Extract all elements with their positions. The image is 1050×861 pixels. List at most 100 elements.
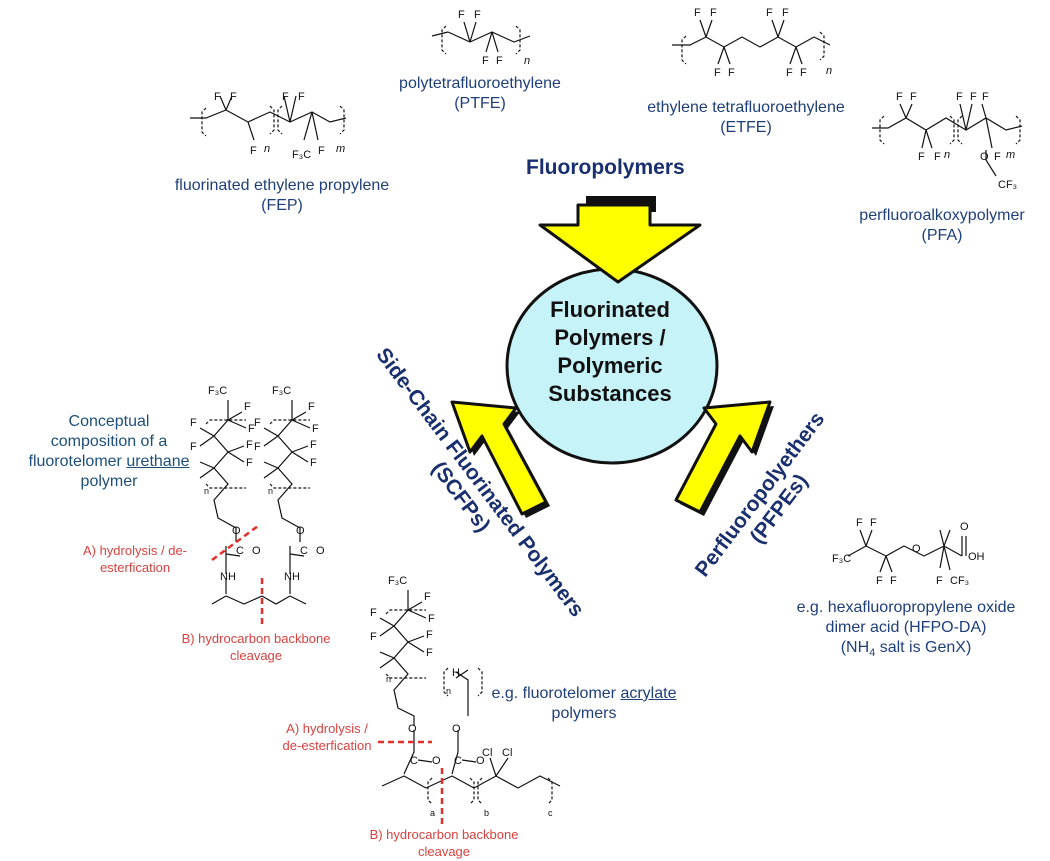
hfpo-da-caption: e.g. hexafluoropropylene oxide dimer aci… bbox=[776, 598, 1036, 663]
svg-text:F: F bbox=[310, 439, 317, 451]
svg-text:F: F bbox=[728, 67, 735, 79]
arrow-down-icon bbox=[538, 196, 702, 284]
svg-text:NH: NH bbox=[284, 571, 300, 583]
svg-text:F: F bbox=[312, 423, 319, 435]
svg-text:F: F bbox=[934, 151, 941, 163]
urethane-caption: Conceptual composition of a fluorotelome… bbox=[14, 412, 204, 492]
svg-text:F: F bbox=[246, 439, 253, 451]
center-label: Fluorinated Polymers / Polymeric Substan… bbox=[500, 296, 720, 408]
svg-text:O: O bbox=[452, 723, 461, 735]
svg-text:F: F bbox=[370, 607, 377, 619]
etfe-abbr: (ETFE) bbox=[720, 119, 772, 136]
pfa-caption: perfluoroalkoxypolymer (PFA) bbox=[842, 206, 1042, 246]
svg-text:F: F bbox=[190, 441, 197, 453]
fep-abbr: (FEP) bbox=[261, 197, 303, 214]
center-line-2: Polymers / bbox=[554, 325, 666, 350]
etfe-name: ethylene tetrafluoroethylene bbox=[647, 99, 845, 116]
hfpo-da-caption-genx: salt is GenX) bbox=[875, 639, 972, 656]
svg-text:c: c bbox=[548, 808, 553, 818]
svg-text:F: F bbox=[956, 91, 963, 103]
svg-text:F: F bbox=[318, 145, 325, 157]
svg-text:F: F bbox=[482, 55, 489, 67]
acrylate-backbone-line-2: cleavage bbox=[417, 844, 471, 859]
center-line-3: Polymeric bbox=[557, 353, 663, 378]
urethane-caption-line-3-prefix: fluorotelomer bbox=[28, 453, 127, 470]
svg-text:CF₃: CF₃ bbox=[950, 575, 969, 587]
acrylate-backbone-label: B) hydrocarbon backbone cleavage bbox=[354, 826, 534, 860]
svg-text:n: n bbox=[386, 674, 391, 684]
hfpo-da-caption-line-1: e.g. hexafluoropropylene oxide bbox=[796, 599, 1016, 616]
svg-text:F: F bbox=[970, 91, 977, 103]
svg-text:F: F bbox=[254, 417, 261, 429]
svg-text:F₃C: F₃C bbox=[292, 149, 311, 161]
acrylate-caption-underlined: acrylate bbox=[620, 685, 677, 702]
urethane-caption-line-4: polymer bbox=[80, 473, 138, 490]
svg-text:F: F bbox=[918, 151, 925, 163]
acrylate-caption-line-2: polymers bbox=[551, 705, 617, 722]
acrylate-caption-line-1: e.g. fluorotelomer acrylate bbox=[464, 684, 704, 704]
svg-text:n: n bbox=[204, 486, 209, 496]
svg-text:F: F bbox=[298, 91, 305, 103]
urethane-hydrolysis-label: A) hydrolysis / de- esterfication bbox=[60, 542, 210, 576]
svg-text:n: n bbox=[264, 143, 270, 155]
svg-text:O: O bbox=[432, 755, 441, 767]
svg-text:F: F bbox=[248, 423, 255, 435]
svg-text:F: F bbox=[714, 67, 721, 79]
svg-text:F: F bbox=[426, 647, 433, 659]
svg-text:OH: OH bbox=[968, 551, 985, 563]
ptfe-abbr: (PTFE) bbox=[454, 95, 506, 112]
acrylate-hydrolysis-line-2: de-esterfication bbox=[282, 738, 372, 753]
svg-text:Cl: Cl bbox=[502, 747, 512, 759]
svg-text:F₃C: F₃C bbox=[208, 385, 227, 397]
svg-text:F: F bbox=[994, 151, 1001, 163]
svg-text:F: F bbox=[694, 7, 701, 19]
svg-text:F: F bbox=[230, 91, 237, 103]
svg-text:C: C bbox=[410, 755, 418, 767]
acrylate-caption-prefix: e.g. fluorotelomer bbox=[491, 685, 621, 702]
fep-name: fluorinated ethylene propylene bbox=[174, 177, 390, 194]
acrylate-hydrolysis-label: A) hydrolysis / de-esterfication bbox=[262, 720, 392, 754]
svg-text:F: F bbox=[214, 91, 221, 103]
svg-text:NH: NH bbox=[220, 571, 236, 583]
center-line-4: Substances bbox=[548, 381, 672, 406]
hfpo-da-caption-nh: (NH bbox=[840, 639, 870, 656]
svg-text:F: F bbox=[190, 417, 197, 429]
acrylate-caption: e.g. fluorotelomer acrylate polymers bbox=[464, 684, 704, 724]
svg-text:F: F bbox=[426, 629, 433, 641]
svg-text:F: F bbox=[250, 145, 257, 157]
urethane-caption-line-1: Conceptual bbox=[68, 413, 150, 430]
arrow-diagonal-right-icon bbox=[674, 400, 774, 516]
hfpo-da-caption-line-2: dimer acid (HFPO-DA) bbox=[825, 619, 987, 636]
svg-text:F: F bbox=[424, 591, 431, 603]
svg-text:F: F bbox=[254, 441, 261, 453]
acrylate-backbone-line-1: B) hydrocarbon backbone bbox=[369, 827, 519, 842]
svg-text:F: F bbox=[876, 575, 883, 587]
svg-text:O: O bbox=[408, 723, 417, 735]
urethane-backbone-line-2: cleavage bbox=[229, 648, 283, 663]
urethane-cleavage-marks bbox=[211, 524, 264, 628]
arrow-diagonal-left-icon bbox=[450, 400, 550, 518]
svg-text:b: b bbox=[484, 808, 489, 818]
heading-fluoropolymers: Fluoropolymers bbox=[526, 156, 685, 179]
svg-text:F: F bbox=[896, 91, 903, 103]
svg-text:n: n bbox=[826, 65, 832, 77]
svg-text:F: F bbox=[370, 631, 377, 643]
svg-text:F: F bbox=[890, 575, 897, 587]
svg-text:O: O bbox=[960, 521, 969, 533]
urethane-caption-line-3: fluorotelomer urethane bbox=[14, 452, 204, 472]
ptfe-name: polytetrafluoroethylene bbox=[399, 75, 561, 92]
svg-text:H: H bbox=[452, 667, 460, 679]
svg-text:O: O bbox=[476, 755, 485, 767]
svg-text:CF₃: CF₃ bbox=[998, 179, 1017, 191]
svg-text:C: C bbox=[236, 545, 244, 557]
svg-text:a: a bbox=[430, 808, 435, 818]
etfe-caption: ethylene tetrafluoroethylene (ETFE) bbox=[626, 98, 866, 138]
svg-text:F: F bbox=[870, 517, 877, 529]
svg-text:C: C bbox=[300, 545, 308, 557]
